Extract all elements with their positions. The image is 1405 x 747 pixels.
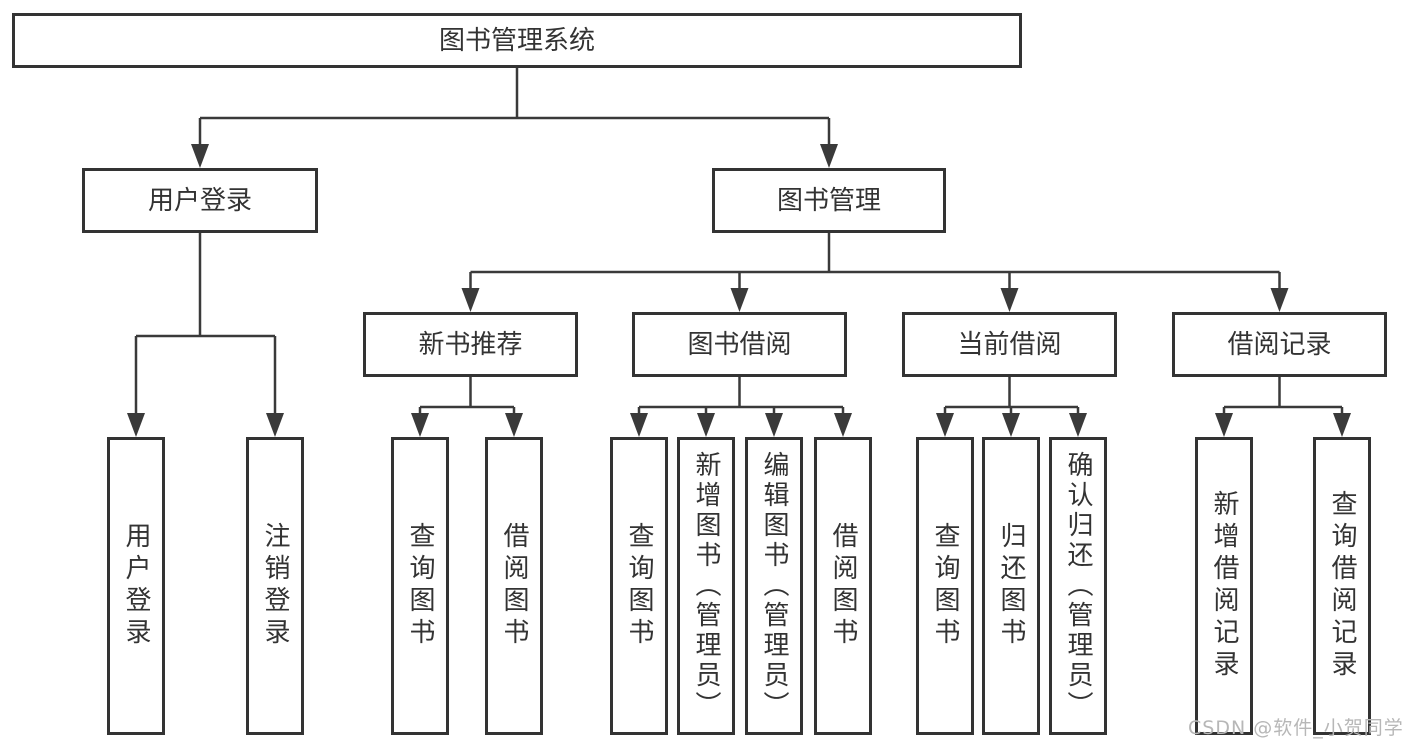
node-book-management: 图书管理 <box>712 168 946 233</box>
node-label: 用户登录 <box>121 522 151 650</box>
node-edit-books-admin: 编辑图书（管理员） <box>745 437 803 735</box>
node-confirm-return-admin: 确认归还（管理员） <box>1049 437 1107 735</box>
node-new-book-recommendation: 新书推荐 <box>363 312 578 377</box>
node-return-books: 归还图书 <box>982 437 1040 735</box>
node-label: 图书借阅 <box>687 329 792 360</box>
node-label: 注销登录 <box>260 522 290 650</box>
node-query-books-current: 查询图书 <box>916 437 974 735</box>
node-logout: 注销登录 <box>246 437 304 735</box>
node-label: 归还图书 <box>996 522 1026 650</box>
node-label: 查询借阅记录 <box>1327 490 1357 682</box>
node-label: 确认归还（管理员） <box>1063 451 1093 721</box>
node-current-borrowing: 当前借阅 <box>902 312 1117 377</box>
node-label: 查询图书 <box>930 522 960 650</box>
node-label: 借阅图书 <box>499 522 529 650</box>
node-label: 当前借阅 <box>957 329 1062 360</box>
node-borrow-books-newbook: 借阅图书 <box>485 437 543 735</box>
node-label: 新书推荐 <box>418 329 523 360</box>
node-add-books-admin: 新增图书（管理员） <box>677 437 735 735</box>
node-label: 编辑图书（管理员） <box>759 451 789 721</box>
node-label: 用户登录 <box>147 185 252 216</box>
node-label: 查询图书 <box>624 522 654 650</box>
node-label: 借阅记录 <box>1227 329 1332 360</box>
node-label: 图书管理 <box>776 185 881 216</box>
node-query-books-newbook: 查询图书 <box>391 437 449 735</box>
node-label: 新增图书（管理员） <box>691 451 721 721</box>
node-user-login: 用户登录 <box>82 168 318 233</box>
node-query-borrow-record: 查询借阅记录 <box>1313 437 1371 735</box>
node-library-management-system: 图书管理系统 <box>12 13 1022 68</box>
node-label: 新增借阅记录 <box>1209 490 1239 682</box>
csdn-watermark: CSDN @软件_小贺同学 <box>1188 717 1404 739</box>
node-borrow-books: 借阅图书 <box>814 437 872 735</box>
node-add-borrow-record: 新增借阅记录 <box>1195 437 1253 735</box>
node-label: 查询图书 <box>405 522 435 650</box>
node-query-books-borrowing: 查询图书 <box>610 437 668 735</box>
node-book-borrowing: 图书借阅 <box>632 312 847 377</box>
node-label: 图书管理系统 <box>438 25 595 56</box>
node-label: 借阅图书 <box>828 522 858 650</box>
node-user-login-leaf: 用户登录 <box>107 437 165 735</box>
node-borrowing-records: 借阅记录 <box>1172 312 1387 377</box>
